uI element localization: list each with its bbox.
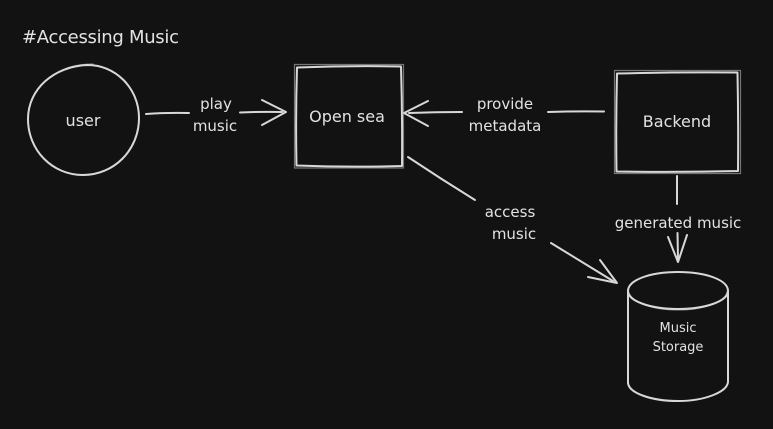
access-music-label-line2[interactable]: music <box>492 225 536 243</box>
access-music-arrow-segment1[interactable] <box>407 156 476 201</box>
provide-metadata-arrow-segment1[interactable] <box>408 111 463 114</box>
diagram-title[interactable]: #Accessing Music <box>22 27 179 48</box>
user-node[interactable]: user <box>27 63 140 176</box>
user-label[interactable]: user <box>66 111 101 130</box>
open-sea-rect-overdraw <box>293 63 405 169</box>
access-music-arrowhead <box>587 259 618 284</box>
user-circle[interactable] <box>27 63 140 176</box>
backend-node[interactable]: Backend <box>613 69 742 175</box>
generated-music-arrow-segment2[interactable] <box>676 232 679 260</box>
generated-music-label[interactable]: generated music <box>615 214 742 232</box>
music-storage-label-line2[interactable]: Storage <box>653 340 704 355</box>
open-sea-node[interactable]: Open sea <box>293 63 405 169</box>
play-music-arrow-segment2[interactable] <box>239 110 283 114</box>
provide-metadata-arrow[interactable]: provide metadata <box>403 95 605 135</box>
play-music-label-line2[interactable]: music <box>193 117 237 135</box>
music-storage-cylinder-top-overdraw <box>628 291 728 311</box>
access-music-arrow-segment2[interactable] <box>550 242 614 282</box>
generated-music-arrowhead <box>667 234 688 263</box>
access-music-label-line1[interactable]: access <box>485 203 536 221</box>
play-music-arrowhead <box>261 99 287 126</box>
user-circle-overdraw <box>49 63 94 79</box>
backend-label[interactable]: Backend <box>643 112 711 131</box>
generated-music-arrow[interactable]: generated music <box>615 175 742 263</box>
provide-metadata-label-line2[interactable]: metadata <box>469 117 542 135</box>
provide-metadata-arrowhead <box>403 100 429 127</box>
play-music-arrow[interactable]: play music <box>145 95 287 135</box>
access-music-arrow[interactable]: access music <box>407 156 618 284</box>
open-sea-rect[interactable] <box>295 65 404 168</box>
play-music-arrow-segment1[interactable] <box>145 111 190 115</box>
provide-metadata-arrow-segment2[interactable] <box>547 110 605 113</box>
open-sea-label[interactable]: Open sea <box>309 107 385 126</box>
play-music-label-line1[interactable]: play <box>200 95 232 113</box>
backend-rect-overdraw <box>613 69 742 175</box>
music-storage-node[interactable]: Music Storage <box>627 271 729 402</box>
provide-metadata-label-line1[interactable]: provide <box>477 95 533 113</box>
music-storage-label-line1[interactable]: Music <box>660 321 697 336</box>
music-storage-cylinder-bottom[interactable] <box>627 381 729 402</box>
backend-rect[interactable] <box>615 71 740 173</box>
